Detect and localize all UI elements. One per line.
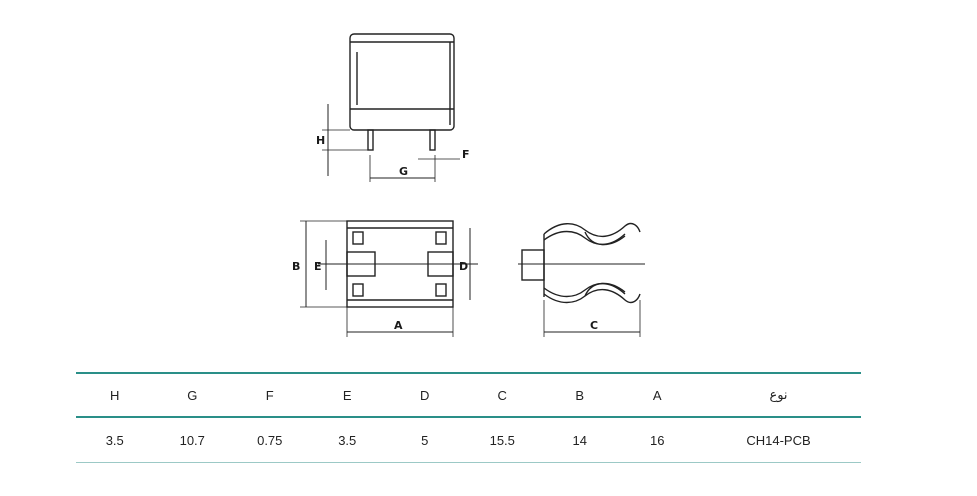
header-e: E bbox=[342, 387, 352, 403]
header-h: H bbox=[110, 387, 120, 403]
dimension-label-g: G bbox=[399, 165, 408, 178]
dimension-label-f: F bbox=[462, 148, 470, 161]
header-type: نوع bbox=[769, 387, 788, 402]
header-f: F bbox=[265, 387, 274, 403]
cell-f: 0.75 bbox=[257, 432, 283, 448]
header-d: D bbox=[420, 387, 430, 403]
specification-table: H G F E D C B A نوع 3.5 10.7 0.75 3.5 5 … bbox=[76, 372, 861, 463]
plan-view bbox=[300, 220, 478, 337]
cell-h: 3.5 bbox=[105, 432, 124, 448]
header-c: C bbox=[497, 387, 507, 403]
cell-type: CH14-PCB bbox=[746, 432, 811, 448]
dimension-label-b: B bbox=[292, 260, 300, 273]
cell-g: 10.7 bbox=[179, 432, 205, 448]
technical-drawing: H G F B E D A C bbox=[292, 33, 645, 337]
header-g: G bbox=[187, 387, 198, 403]
header-a: A bbox=[652, 387, 662, 403]
table-header-row: H G F E D C B A نوع bbox=[76, 373, 861, 417]
cell-e: 3.5 bbox=[338, 432, 357, 448]
cell-c: 15.5 bbox=[489, 432, 515, 448]
table-row: 3.5 10.7 0.75 3.5 5 15.5 14 16 CH14-PCB bbox=[76, 417, 861, 463]
dimension-label-c: C bbox=[590, 319, 598, 332]
dimension-label-h: H bbox=[316, 134, 325, 147]
front-view bbox=[322, 33, 460, 182]
dimension-label-a: A bbox=[394, 319, 403, 332]
dimension-label-e: E bbox=[314, 260, 322, 273]
cell-a: 16 bbox=[650, 432, 665, 448]
dimension-label-d: D bbox=[459, 260, 468, 273]
cell-d: 5 bbox=[421, 432, 429, 448]
side-view bbox=[518, 222, 645, 337]
cell-b: 14 bbox=[572, 432, 587, 448]
header-b: B bbox=[575, 387, 585, 403]
